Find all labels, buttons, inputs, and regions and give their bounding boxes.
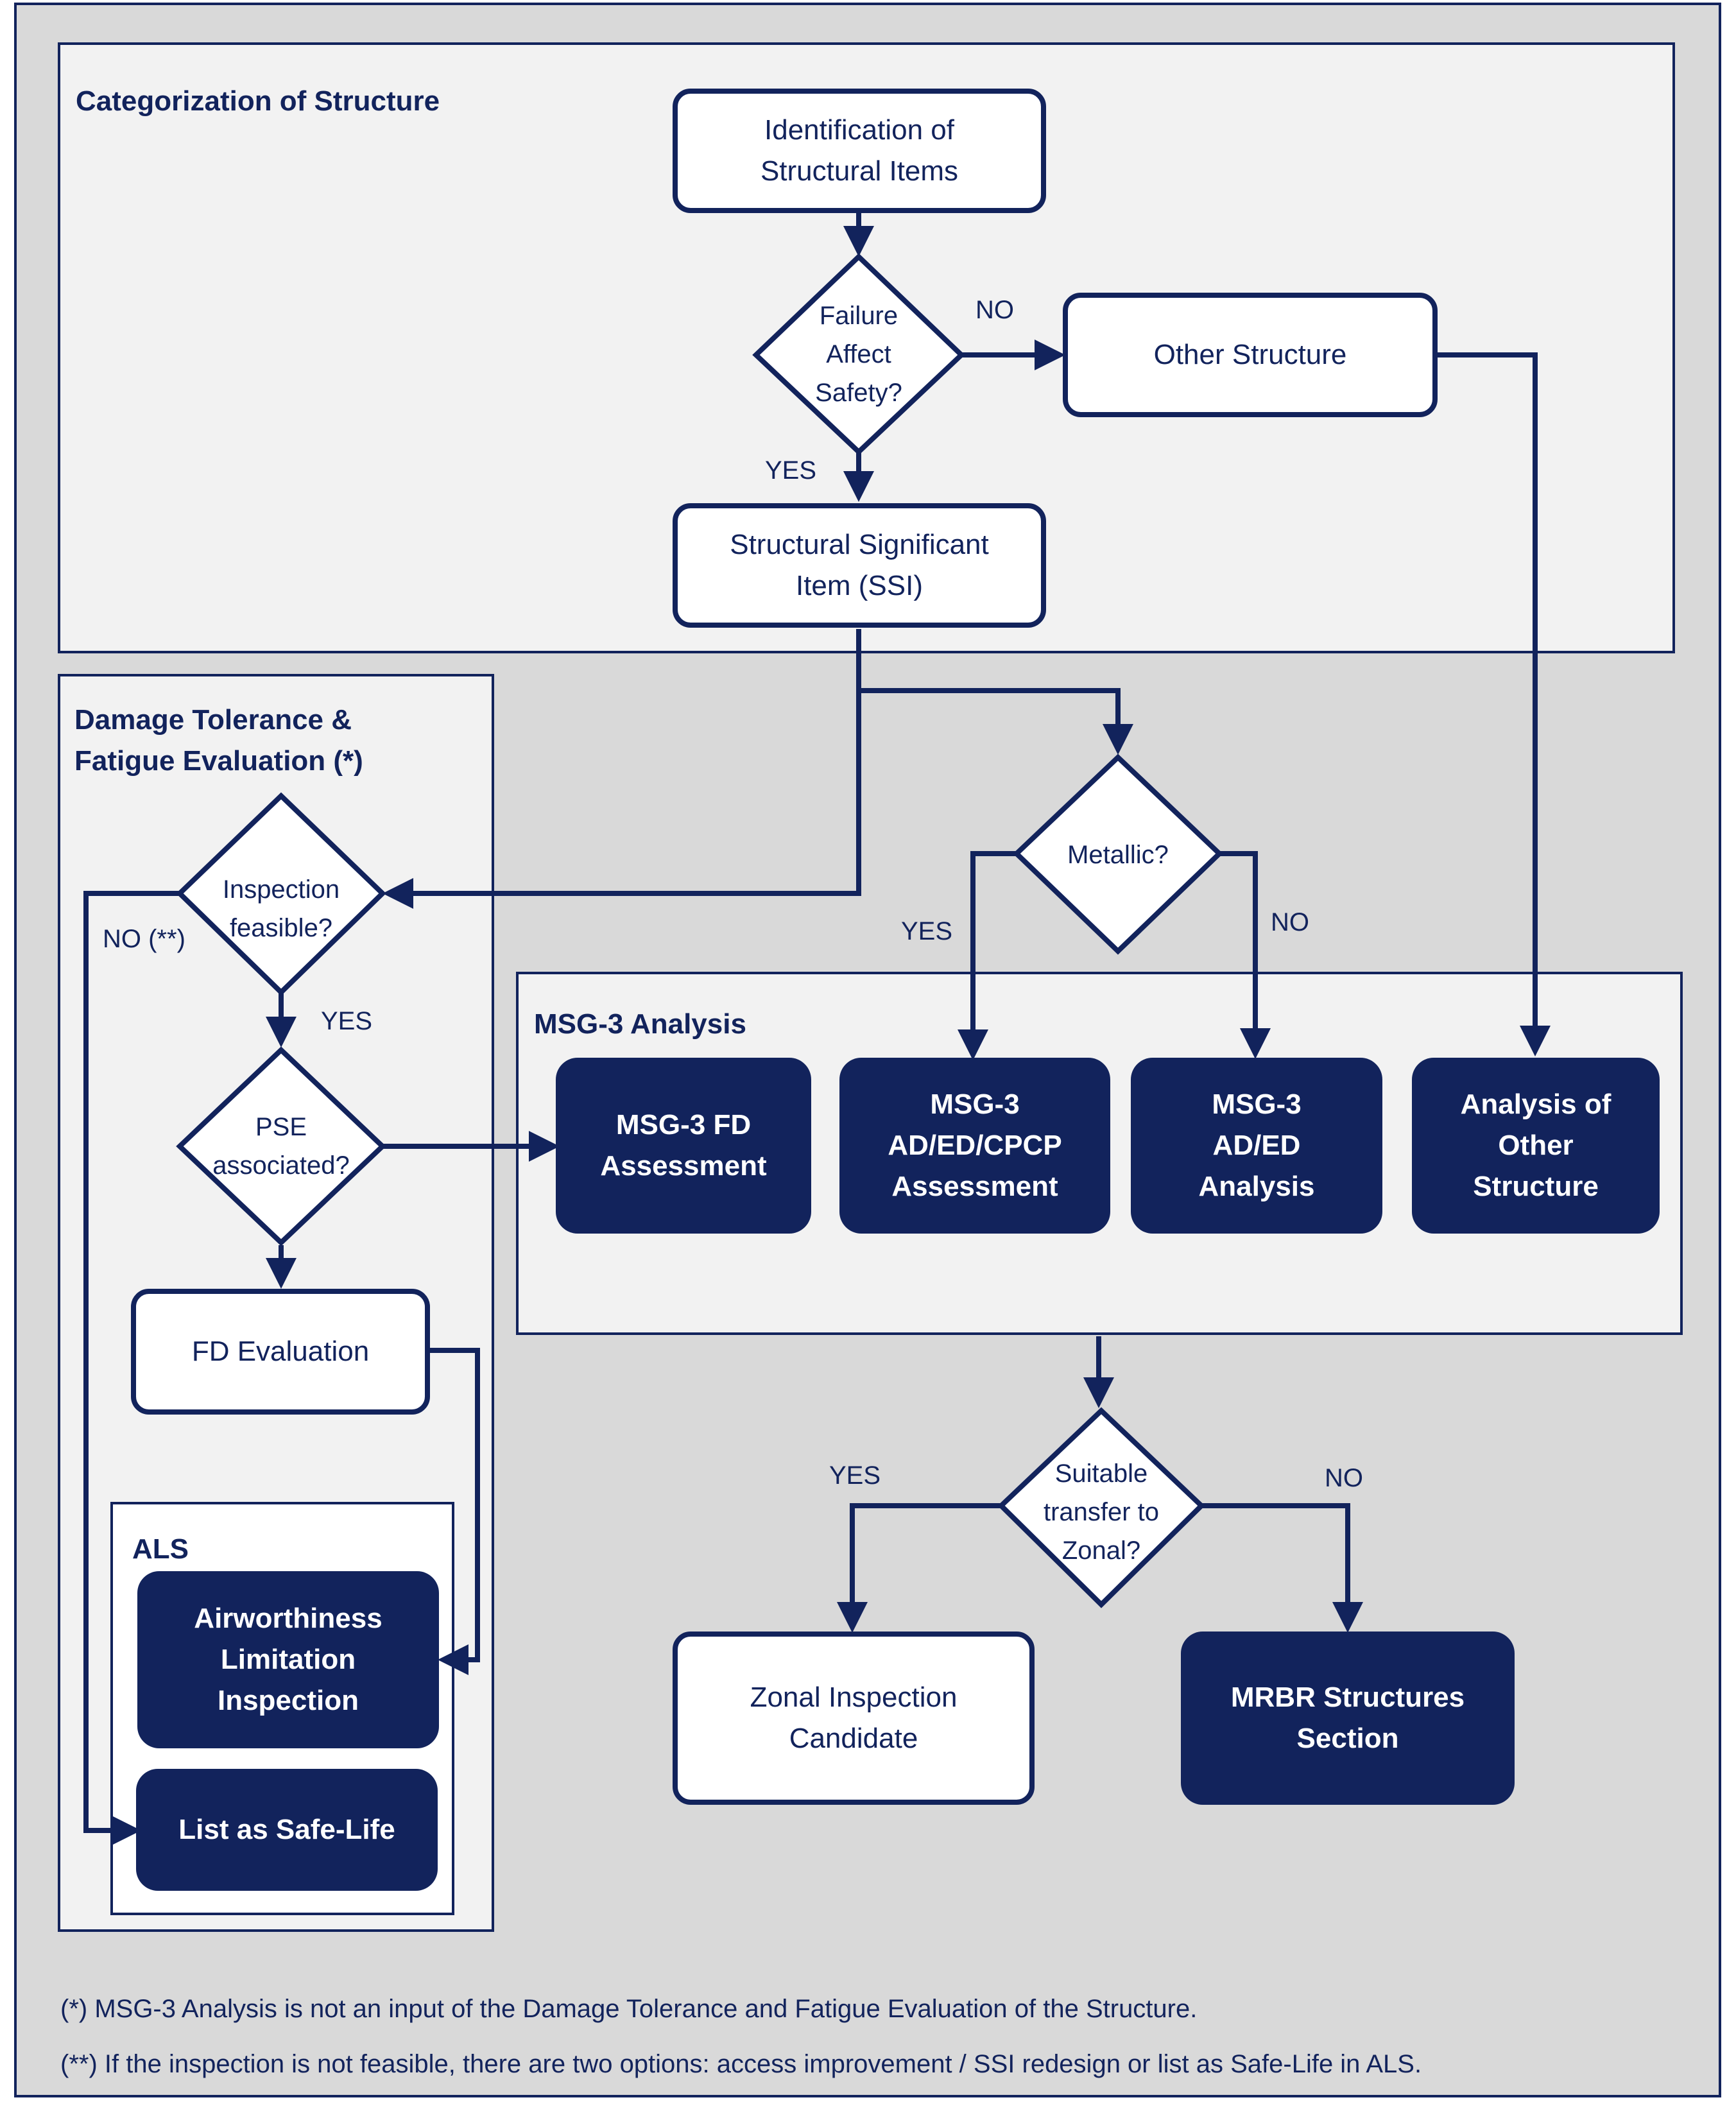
other-structure-node: Other Structure — [1063, 293, 1438, 417]
fd-evaluation-node: FD Evaluation — [131, 1289, 430, 1415]
ssi-line-1: Structural Significant — [730, 529, 989, 560]
fd-evaluation-label: FD Evaluation — [191, 1336, 370, 1367]
msg3-fd-assessment-node: MSG-3 FD Assessment — [556, 1058, 811, 1234]
pse-decision-line-2: associated? — [212, 1151, 350, 1180]
als-title: ALS — [132, 1533, 189, 1565]
edge-inspection-no — [83, 891, 180, 1846]
categorization-title: Categorization of Structure — [76, 85, 440, 117]
ssi-line-2: Item (SSI) — [795, 570, 924, 601]
mrbr-line-1: MRBR Structures — [1230, 1682, 1465, 1713]
zonal-decision-line-1: Suitable — [1054, 1459, 1148, 1488]
zonal-decision-line-3: Zonal? — [1061, 1537, 1141, 1565]
mrbr-structures-node: MRBR Structures Section — [1181, 1632, 1515, 1805]
zonal-decision-line-2: transfer to — [1043, 1498, 1160, 1526]
edge-zonal-no — [1201, 1503, 1363, 1633]
failure-decision-line-3: Safety? — [815, 379, 902, 407]
msg3-fd-line-2: Assessment — [600, 1150, 767, 1182]
zonal-decision-diamond — [997, 1407, 1205, 1608]
pse-decision-diamond — [176, 1046, 386, 1246]
inspection-yes-label: YES — [321, 1007, 373, 1035]
edge-ssi-to-inspection — [382, 691, 861, 909]
inspection-decision-text: Inspection feasible? — [193, 870, 370, 947]
failure-no-label: NO — [975, 296, 1014, 324]
ssi-node: Structural Significant Item (SSI) — [673, 503, 1046, 628]
edge-metallic-yes — [958, 851, 1017, 1060]
dtfe-title-line-1: Damage Tolerance & — [74, 704, 352, 736]
other-structure-label: Other Structure — [1153, 339, 1347, 370]
inspection-decision-line-2: feasible? — [229, 914, 333, 942]
zonal-candidate-node: Zonal Inspection Candidate — [673, 1632, 1035, 1805]
airworthiness-line-1: Airworthiness — [194, 1603, 382, 1634]
footnote-1: (*) MSG-3 Analysis is not an input of th… — [60, 1995, 1198, 2023]
edge-ssi-to-metallic — [856, 629, 1133, 755]
analysis-other-structure-node: Analysis of Other Structure — [1412, 1058, 1660, 1234]
zonal-candidate-line-1: Zonal Inspection — [750, 1682, 958, 1713]
safe-life-node: List as Safe-Life — [136, 1769, 438, 1891]
identification-line-1: Identification of — [764, 114, 954, 146]
zonal-decision-text: Suitable transfer to Zonal? — [1011, 1454, 1191, 1570]
pse-decision-text: PSE associated? — [186, 1108, 376, 1185]
analysis-other-line-2: Other — [1498, 1130, 1574, 1161]
analysis-other-line-3: Structure — [1473, 1171, 1599, 1202]
edge-zonal-yes — [837, 1503, 1001, 1633]
edge-metallic-no — [1219, 851, 1271, 1059]
dtfe-title: Damage Tolerance & Fatigue Evaluation (*… — [74, 700, 363, 782]
pse-decision-line-1: PSE — [255, 1113, 307, 1141]
inspection-no-label: NO (**) — [103, 925, 185, 953]
msg3-cpcp-line-3: Assessment — [891, 1171, 1058, 1202]
edge-other-to-analysis — [1436, 352, 1551, 1056]
metallic-decision-text: Metallic? — [1067, 841, 1169, 869]
inspection-decision-line-1: Inspection — [222, 875, 340, 904]
zonal-no-label: NO — [1325, 1464, 1363, 1492]
airworthiness-line-3: Inspection — [217, 1685, 359, 1716]
msg3-ad-ed-line-1: MSG-3 — [1212, 1089, 1302, 1120]
identification-node: Identification of Structural Items — [673, 89, 1046, 213]
failure-decision-diamond — [752, 253, 965, 456]
analysis-other-line-1: Analysis of — [1460, 1089, 1611, 1120]
msg3-ad-ed-node: MSG-3 AD/ED Analysis — [1131, 1058, 1382, 1234]
airworthiness-limitation-node: Airworthiness Limitation Inspection — [137, 1571, 439, 1748]
airworthiness-line-2: Limitation — [220, 1644, 356, 1675]
msg3-ad-ed-line-3: Analysis — [1198, 1171, 1315, 1202]
dtfe-title-line-2: Fatigue Evaluation (*) — [74, 745, 363, 777]
failure-decision-line-2: Affect — [826, 340, 891, 368]
msg3-title: MSG-3 Analysis — [534, 1008, 746, 1040]
metallic-no-label: NO — [1271, 908, 1309, 936]
metallic-decision-diamond — [1013, 753, 1223, 955]
failure-decision-line-1: Failure — [819, 302, 898, 330]
msg3-ad-ed-line-2: AD/ED — [1212, 1130, 1301, 1161]
msg3-fd-line-1: MSG-3 FD — [615, 1109, 752, 1141]
footnote-2: (**) If the inspection is not feasible, … — [60, 2050, 1422, 2078]
zonal-yes-label: YES — [829, 1461, 881, 1490]
metallic-yes-label: YES — [901, 917, 953, 945]
msg3-cpcp-line-2: AD/ED/CPCP — [888, 1130, 1062, 1161]
msg3-ad-ed-cpcp-node: MSG-3 AD/ED/CPCP Assessment — [839, 1058, 1110, 1234]
inspection-decision-diamond — [176, 792, 386, 996]
failure-decision-text: Failure Affect Safety? — [782, 297, 936, 412]
failure-yes-label: YES — [765, 456, 817, 485]
msg3-cpcp-line-1: MSG-3 — [930, 1089, 1020, 1120]
zonal-candidate-line-2: Candidate — [789, 1723, 918, 1754]
safe-life-label: List as Safe-Life — [178, 1814, 395, 1845]
mrbr-line-2: Section — [1296, 1723, 1399, 1754]
identification-line-2: Structural Items — [760, 155, 959, 187]
edge-fd-evaluation-to-airworthiness — [427, 1348, 480, 1675]
